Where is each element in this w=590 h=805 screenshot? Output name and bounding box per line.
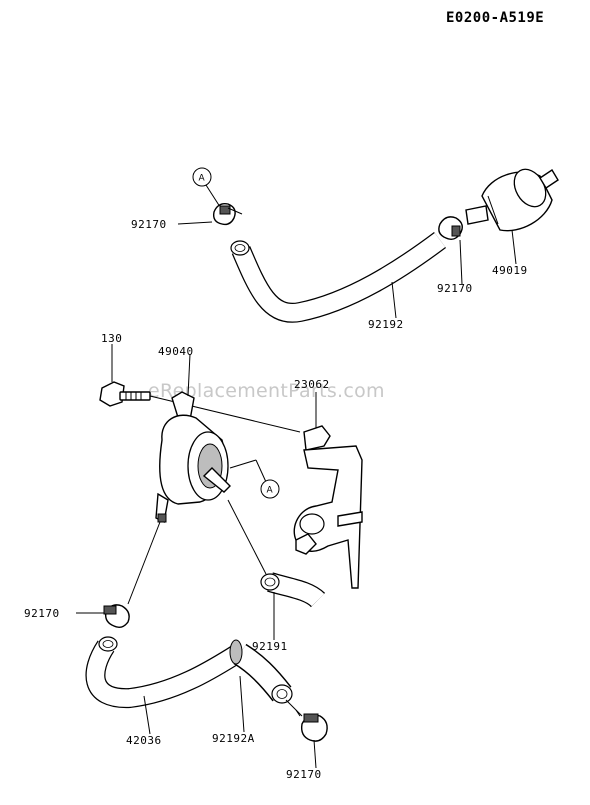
hose-short-icon[interactable] bbox=[260, 572, 326, 608]
callout-a-pump-letter: A bbox=[267, 486, 274, 496]
hose-bottom-icon[interactable] bbox=[85, 636, 246, 709]
clamp-left-icon[interactable] bbox=[103, 604, 130, 629]
part-label-23062[interactable]: 23062 bbox=[294, 378, 330, 391]
clamp-bottom-icon[interactable] bbox=[295, 709, 328, 742]
part-label-92192a[interactable]: 92192A bbox=[212, 732, 255, 745]
clamp-top-right-icon[interactable] bbox=[438, 216, 463, 241]
bolt-icon[interactable] bbox=[99, 381, 151, 407]
callout-a-pump[interactable]: A bbox=[260, 479, 280, 499]
part-label-49019[interactable]: 49019 bbox=[492, 264, 528, 277]
part-label-49040[interactable]: 49040 bbox=[158, 345, 194, 358]
callout-a-top[interactable]: A bbox=[192, 167, 212, 187]
bracket-icon[interactable] bbox=[293, 425, 363, 589]
hose-top-icon[interactable] bbox=[230, 231, 446, 323]
callout-a-top-letter: A bbox=[199, 174, 206, 184]
watermark: eReplacementParts.com bbox=[148, 380, 385, 402]
part-label-130[interactable]: 130 bbox=[101, 332, 122, 345]
diagram-code: E0200-A519E bbox=[446, 10, 544, 26]
part-label-42036[interactable]: 42036 bbox=[126, 734, 162, 747]
part-label-92191[interactable]: 92191 bbox=[252, 640, 288, 653]
part-label-92192[interactable]: 92192 bbox=[368, 318, 404, 331]
hose-bottom-b-icon[interactable] bbox=[229, 639, 293, 704]
part-label-92170-top-right[interactable]: 92170 bbox=[437, 282, 473, 295]
clamp-top-left-icon[interactable] bbox=[212, 202, 243, 226]
fuel-filter-icon[interactable] bbox=[465, 164, 559, 232]
part-label-92170-left[interactable]: 92170 bbox=[24, 607, 60, 620]
part-label-92170-top-left[interactable]: 92170 bbox=[131, 218, 167, 231]
fuel-pump-icon[interactable] bbox=[155, 391, 231, 524]
part-label-92170-bottom[interactable]: 92170 bbox=[286, 768, 322, 781]
